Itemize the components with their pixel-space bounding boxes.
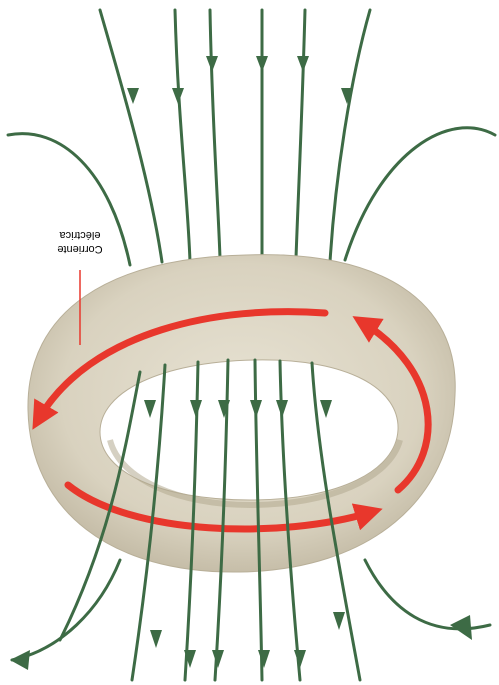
field-arrow-icon [144,400,156,418]
ring-body [28,255,455,572]
current-label: Corriente eléctrica [57,229,102,255]
field-arrow-icon [150,630,162,648]
torus-ring [28,255,455,572]
field-arrow-icon [10,650,30,670]
field-arrow-icon [297,56,309,72]
field-line-back-4 [296,10,305,258]
field-arrow-icon [212,650,224,668]
field-arrow-icon [258,650,270,668]
field-line-outer-right-bottom [365,560,490,629]
field-arrow-icon [256,56,268,72]
field-arrow-icon [250,400,262,418]
field-arrow-icon [172,88,184,104]
field-arrow-icon [320,400,332,418]
field-arrow-icon [333,612,345,630]
field-line-back-5 [100,10,162,262]
label-line-1: Corriente [57,243,102,255]
field-line-back-2 [210,10,220,258]
label-line-2: eléctrica [59,229,101,241]
field-arrow-icon [294,650,306,668]
field-line-outer-left-bottom [12,560,120,660]
field-line-back-1 [175,10,190,262]
field-arrow-icon [190,400,202,418]
field-lines-back [100,10,370,262]
field-line-outer-right [345,128,495,260]
field-arrow-icon [127,88,139,104]
field-line-back-6 [330,10,370,262]
field-arrow-icon [206,56,218,72]
field-arrow-icon [276,400,288,418]
